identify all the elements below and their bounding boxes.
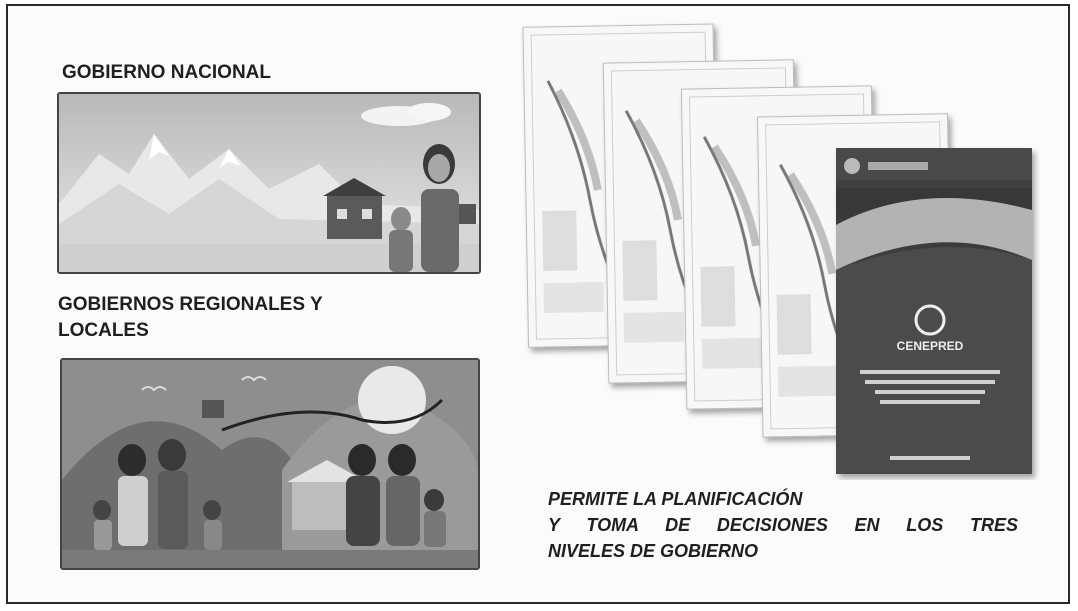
map-documents-stack: CENEPRED: [520, 20, 1040, 480]
report-cover: CENEPRED: [836, 148, 1032, 474]
illustration-national: [57, 92, 481, 274]
mountain-landscape-illustration: [59, 94, 479, 272]
caption-line-1: PERMITE LA PLANIFICACIÓN: [548, 489, 803, 509]
community-illustration: [62, 360, 478, 568]
heading-line-2: LOCALES: [58, 320, 149, 341]
caption-text: PERMITE LA PLANIFICACIÓN Y TOMA DE DECIS…: [548, 486, 1018, 564]
illustration-regional: [60, 358, 480, 570]
caption-line-3: NIVELES DE GOBIERNO: [548, 541, 759, 561]
heading-line-1: GOBIERNOS REGIONALES Y: [58, 294, 323, 315]
stacked-map-sheets: CENEPRED: [522, 23, 1032, 474]
cover-brand-text: CENEPRED: [897, 339, 964, 353]
heading-gobiernos-regionales: GOBIERNOS REGIONALES Y LOCALES: [58, 292, 323, 344]
heading-gobierno-nacional: GOBIERNO NACIONAL: [62, 62, 271, 83]
caption-line-2: Y TOMA DE DECISIONES EN LOS TRES: [548, 515, 1018, 535]
